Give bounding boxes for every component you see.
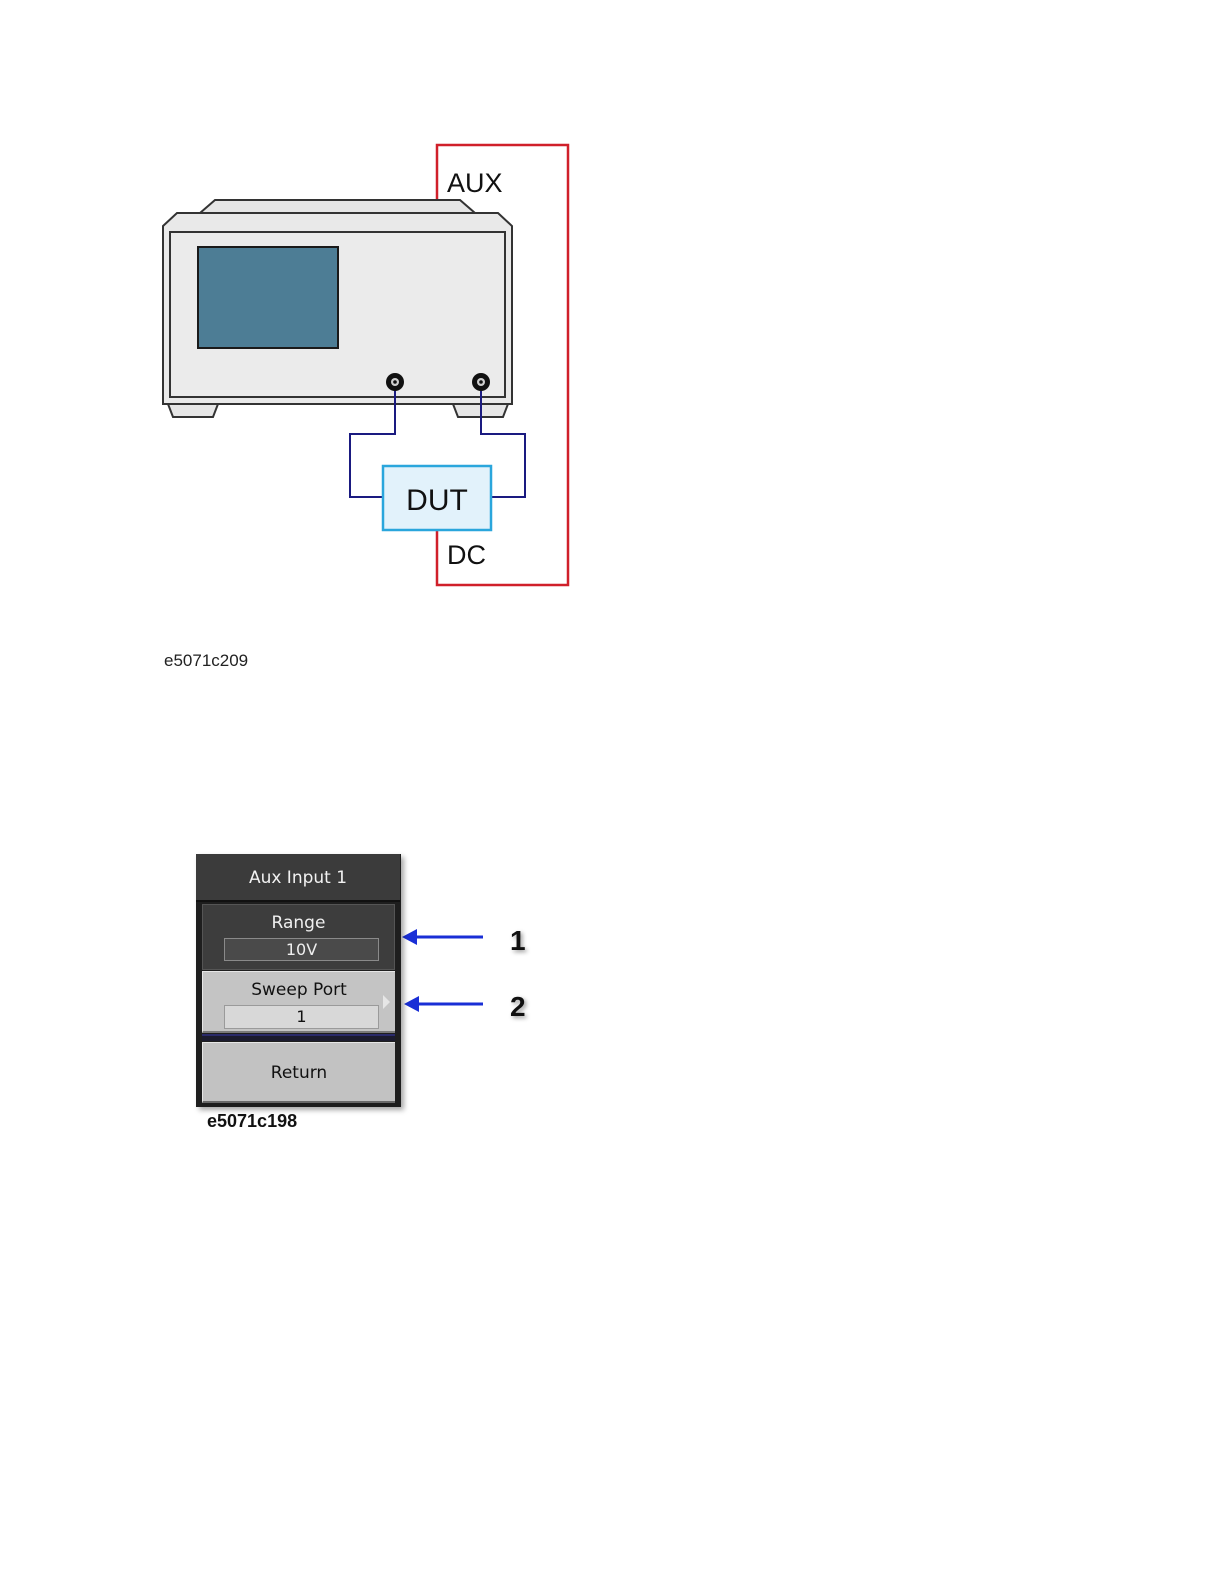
range-label: Range: [203, 913, 394, 933]
callout-arrow-1: [402, 929, 483, 945]
softkey-menu-title: Aux Input 1: [196, 854, 400, 902]
callout-arrow-2: [404, 996, 483, 1012]
instrument-screen: [198, 247, 338, 348]
port2-connector: [472, 373, 490, 391]
callout-number-1: 1: [510, 925, 526, 956]
range-value: 10V: [224, 938, 379, 961]
figure-caption-softkeys: e5071c198: [207, 1111, 297, 1132]
aux-label: AUX: [447, 168, 503, 198]
instrument-top: [200, 200, 475, 213]
figure-caption-diagram: e5071c209: [164, 651, 248, 671]
submenu-arrow-icon: [383, 995, 390, 1009]
softkey-separator: [202, 1034, 395, 1041]
return-softkey[interactable]: Return: [202, 1042, 395, 1103]
sweep-port-value: 1: [224, 1005, 379, 1029]
dut-label: DUT: [406, 484, 468, 517]
dc-label: DC: [447, 540, 486, 570]
port1-connector: [386, 373, 404, 391]
callout-number-2: 2: [510, 991, 526, 1022]
softkey-menu: Aux Input 1 Range 10V Sweep Port 1 Retur…: [196, 854, 401, 1107]
instrument-foot-left: [168, 404, 218, 417]
sweep-port-label: Sweep Port: [203, 980, 395, 1000]
sweep-port-softkey[interactable]: Sweep Port 1: [202, 971, 395, 1033]
range-softkey[interactable]: Range 10V: [202, 904, 395, 970]
